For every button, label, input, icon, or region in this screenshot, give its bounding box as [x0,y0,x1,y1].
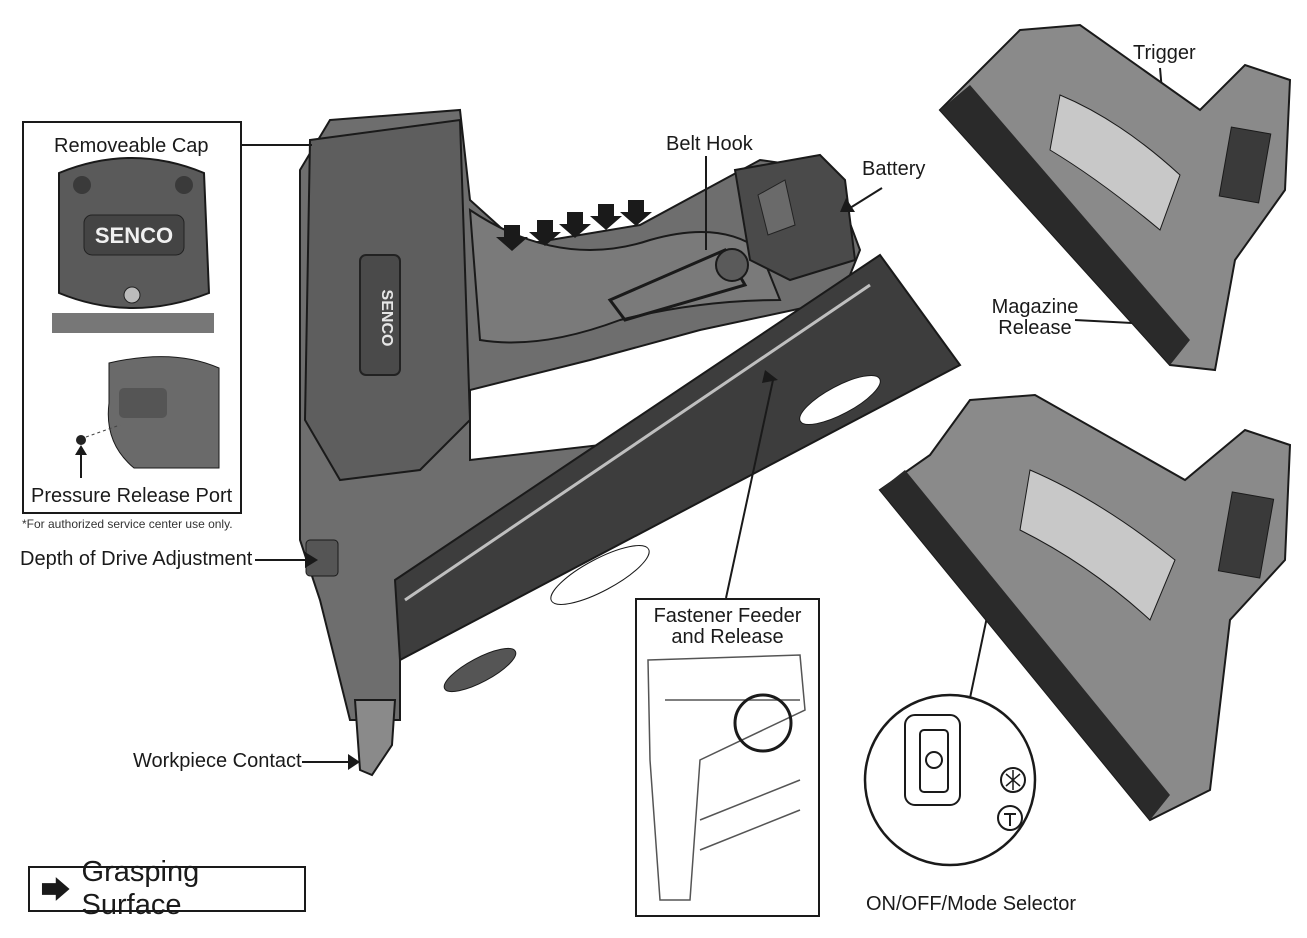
magazine-release-label-line2: Release [998,317,1072,339]
arrowhead [305,552,318,568]
tool-bottom-motor [1217,491,1275,579]
cap-base [52,313,214,333]
bump-mode-glyph [1005,770,1021,790]
grasping-arrows [496,200,652,251]
nose-piece [353,699,397,777]
grasp-arrow-icon [529,220,561,246]
arrowhead [840,198,855,212]
bump-mode-icon [1000,767,1026,793]
depth-of-drive-label: Depth of Drive Adjustment [20,548,253,570]
trigger-label: Trigger [1133,42,1196,64]
tool-top-body [938,23,1292,372]
selector-switch [919,729,949,793]
grasp-arrow-icon [559,212,591,238]
housing-logo-plate [359,254,401,376]
cap-inset-illustration: SENCO [52,157,220,478]
cap-brand-text: SENCO [95,223,173,248]
belt-hook-label: Belt Hook [666,133,753,155]
tool-top-motor [1218,126,1272,204]
port-view-logo [119,388,167,418]
selector-dot [925,751,943,769]
mode-selector-zoom [863,693,1037,867]
workpiece-contact-label: Workpiece Contact [133,750,302,772]
rail-slot-1 [550,545,650,605]
trigger-view-illustration [938,23,1292,372]
rail-highlight [404,283,871,602]
grasp-arrow-icon [496,225,528,251]
feeder-line [699,809,801,851]
legend-label: Grasping Surface [81,856,200,921]
pressure-release-port-label: Pressure Release Port [31,485,233,507]
grasp-arrow-icon [620,200,652,226]
tool-bottom-handle [1019,469,1176,621]
cap-screw [175,176,193,194]
tool-bottom-rail [880,470,1170,820]
feeder-highlight-circle [733,693,793,753]
battery-label: Battery [862,158,926,180]
removeable-cap-inset: SENCO Removeable Cap Pressure Release Po… [22,121,242,514]
fastener-feeder-label-line2: and Release [671,626,784,648]
removeable-cap-label: Removeable Cap [54,135,209,157]
rail-slot-2 [799,375,881,425]
mode-selector-view-illustration [878,393,1292,822]
arrow-right-icon [41,877,70,901]
zoom-circle [863,693,1037,867]
tool-top-rail [940,85,1190,365]
feeder-outline [647,654,806,901]
cap-port [123,286,141,304]
belt-hook-screw [715,248,749,282]
tool-top-handle [1049,94,1181,231]
selector-switch-outline [904,714,961,806]
single-mode-icon [997,805,1023,831]
service-note: *For authorized service center use only. [22,517,233,531]
rail-slot-3 [443,647,517,693]
cap-screw [73,176,91,194]
feeder-line [699,779,801,821]
arrowhead [348,754,360,770]
fastener-feeder-inset: Fastener Feeder and Release [635,598,820,917]
magazine-rail [393,253,962,662]
on-off-mode-selector-label: ON/OFF/Mode Selector [866,893,1077,915]
handle [468,208,782,344]
fastener-feeder-sketch [647,654,806,901]
pressure-port-icon [76,435,86,445]
port-callout-arrowhead [75,445,87,455]
housing-brand-text: SENCO [378,290,395,347]
single-mode-glyph [1004,813,1016,826]
arrowhead [762,370,778,383]
callout-fastener [725,379,774,599]
magazine-release-label-line1: Magazine [991,296,1079,318]
belt-hook-shape [607,248,748,322]
fastener-feeder-label-line1: Fastener Feeder [653,605,802,627]
battery-pack [733,153,857,282]
grasp-arrow-icon [590,204,622,230]
battery-vent [757,179,796,236]
cap-logo-plate [83,214,185,256]
grasping-surface-legend: Grasping Surface [28,856,306,921]
port-dash [85,424,121,438]
callout-battery [849,187,883,209]
